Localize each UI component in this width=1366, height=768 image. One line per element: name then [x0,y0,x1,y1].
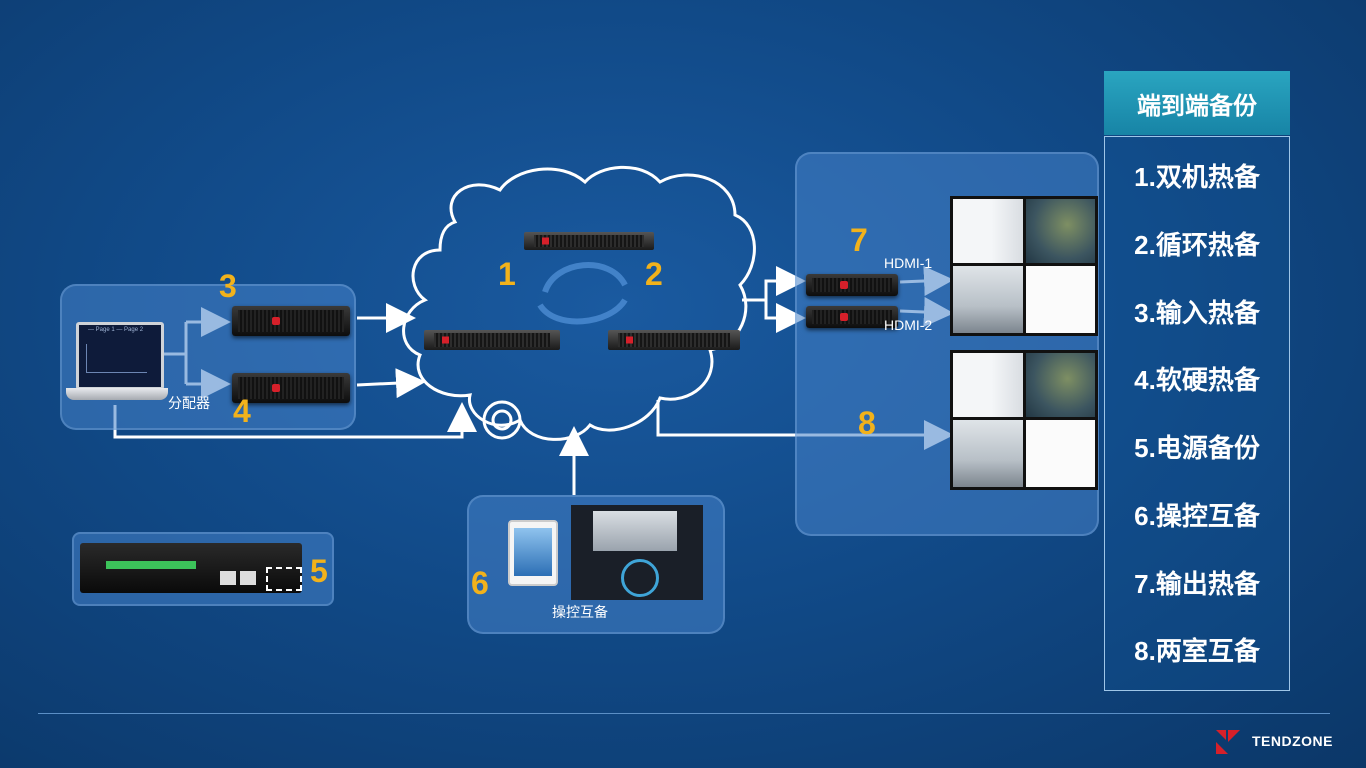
power-connector [266,567,302,591]
control-backup-label: 操控互备 [552,604,608,620]
encoder-4 [232,373,350,403]
label-2: 2 [645,256,663,292]
cloud-shape [402,165,756,441]
wall-report-tile [1026,266,1095,333]
label-6: 6 [471,565,489,601]
laptop: — Page 1 — Page 2 [66,322,168,404]
sidebar-item: 5.电源备份 [1134,433,1260,463]
label-3: 3 [219,268,237,304]
terminal-blocks [106,561,196,569]
sidebar-item: 6.操控互备 [1134,501,1260,531]
label-5: 5 [310,553,328,589]
server-left [424,330,560,350]
footer-divider [38,713,1330,714]
wall-map-tile [1026,353,1095,417]
laptop-chart-lines [86,344,147,373]
encoder-3 [232,306,350,336]
wall-presenter-tile [953,353,1023,417]
label-7: 7 [850,222,868,258]
laptop-screen [76,322,164,390]
server-top [524,232,654,250]
rear-panel-device [80,543,302,593]
hdmi-1-label: HDMI-1 [884,255,933,271]
video-wall-2 [950,350,1098,490]
sidebar-item: 2.循环热备 [1134,230,1260,260]
wall-presenter-tile [953,199,1023,263]
wall-map-tile [1026,199,1095,263]
tablet-icon [508,520,558,586]
control-screen [571,505,703,600]
tendzone-logo-icon [1216,730,1240,754]
server-right [608,330,740,350]
wall-meeting-tile [953,420,1023,487]
sidebar-title: 端到端备份 [1104,71,1290,135]
video-wall-1 [950,196,1098,336]
decoder-hdmi-1 [806,274,898,296]
splitter-label: 分配器 [168,395,210,411]
ethernet-port [220,571,236,585]
sidebar-item: 3.输入热备 [1134,298,1260,328]
laptop-base [66,388,168,400]
sidebar-item: 8.两室互备 [1134,636,1260,666]
circle-icon [482,400,522,440]
brand-name: TENDZONE [1252,733,1333,749]
decoder-hdmi-2 [806,306,898,328]
ethernet-port [240,571,256,585]
sidebar-item: 1.双机热备 [1134,162,1260,192]
wall-meeting-tile [953,266,1023,333]
label-1: 1 [498,256,516,292]
cycle-arrows [542,262,628,294]
hdmi-2-label: HDMI-2 [884,317,933,333]
label-8: 8 [858,405,876,441]
laptop-screen-title: — Page 1 — Page 2 [88,327,144,333]
sidebar-list: 1.双机热备 2.循环热备 3.输入热备 4.软硬热备 5.电源备份 6.操控互… [1104,136,1290,691]
wall-report-tile [1026,420,1095,487]
sidebar-item: 7.输出热备 [1134,569,1260,599]
label-4: 4 [233,393,251,429]
sidebar-item: 4.软硬热备 [1134,365,1260,395]
